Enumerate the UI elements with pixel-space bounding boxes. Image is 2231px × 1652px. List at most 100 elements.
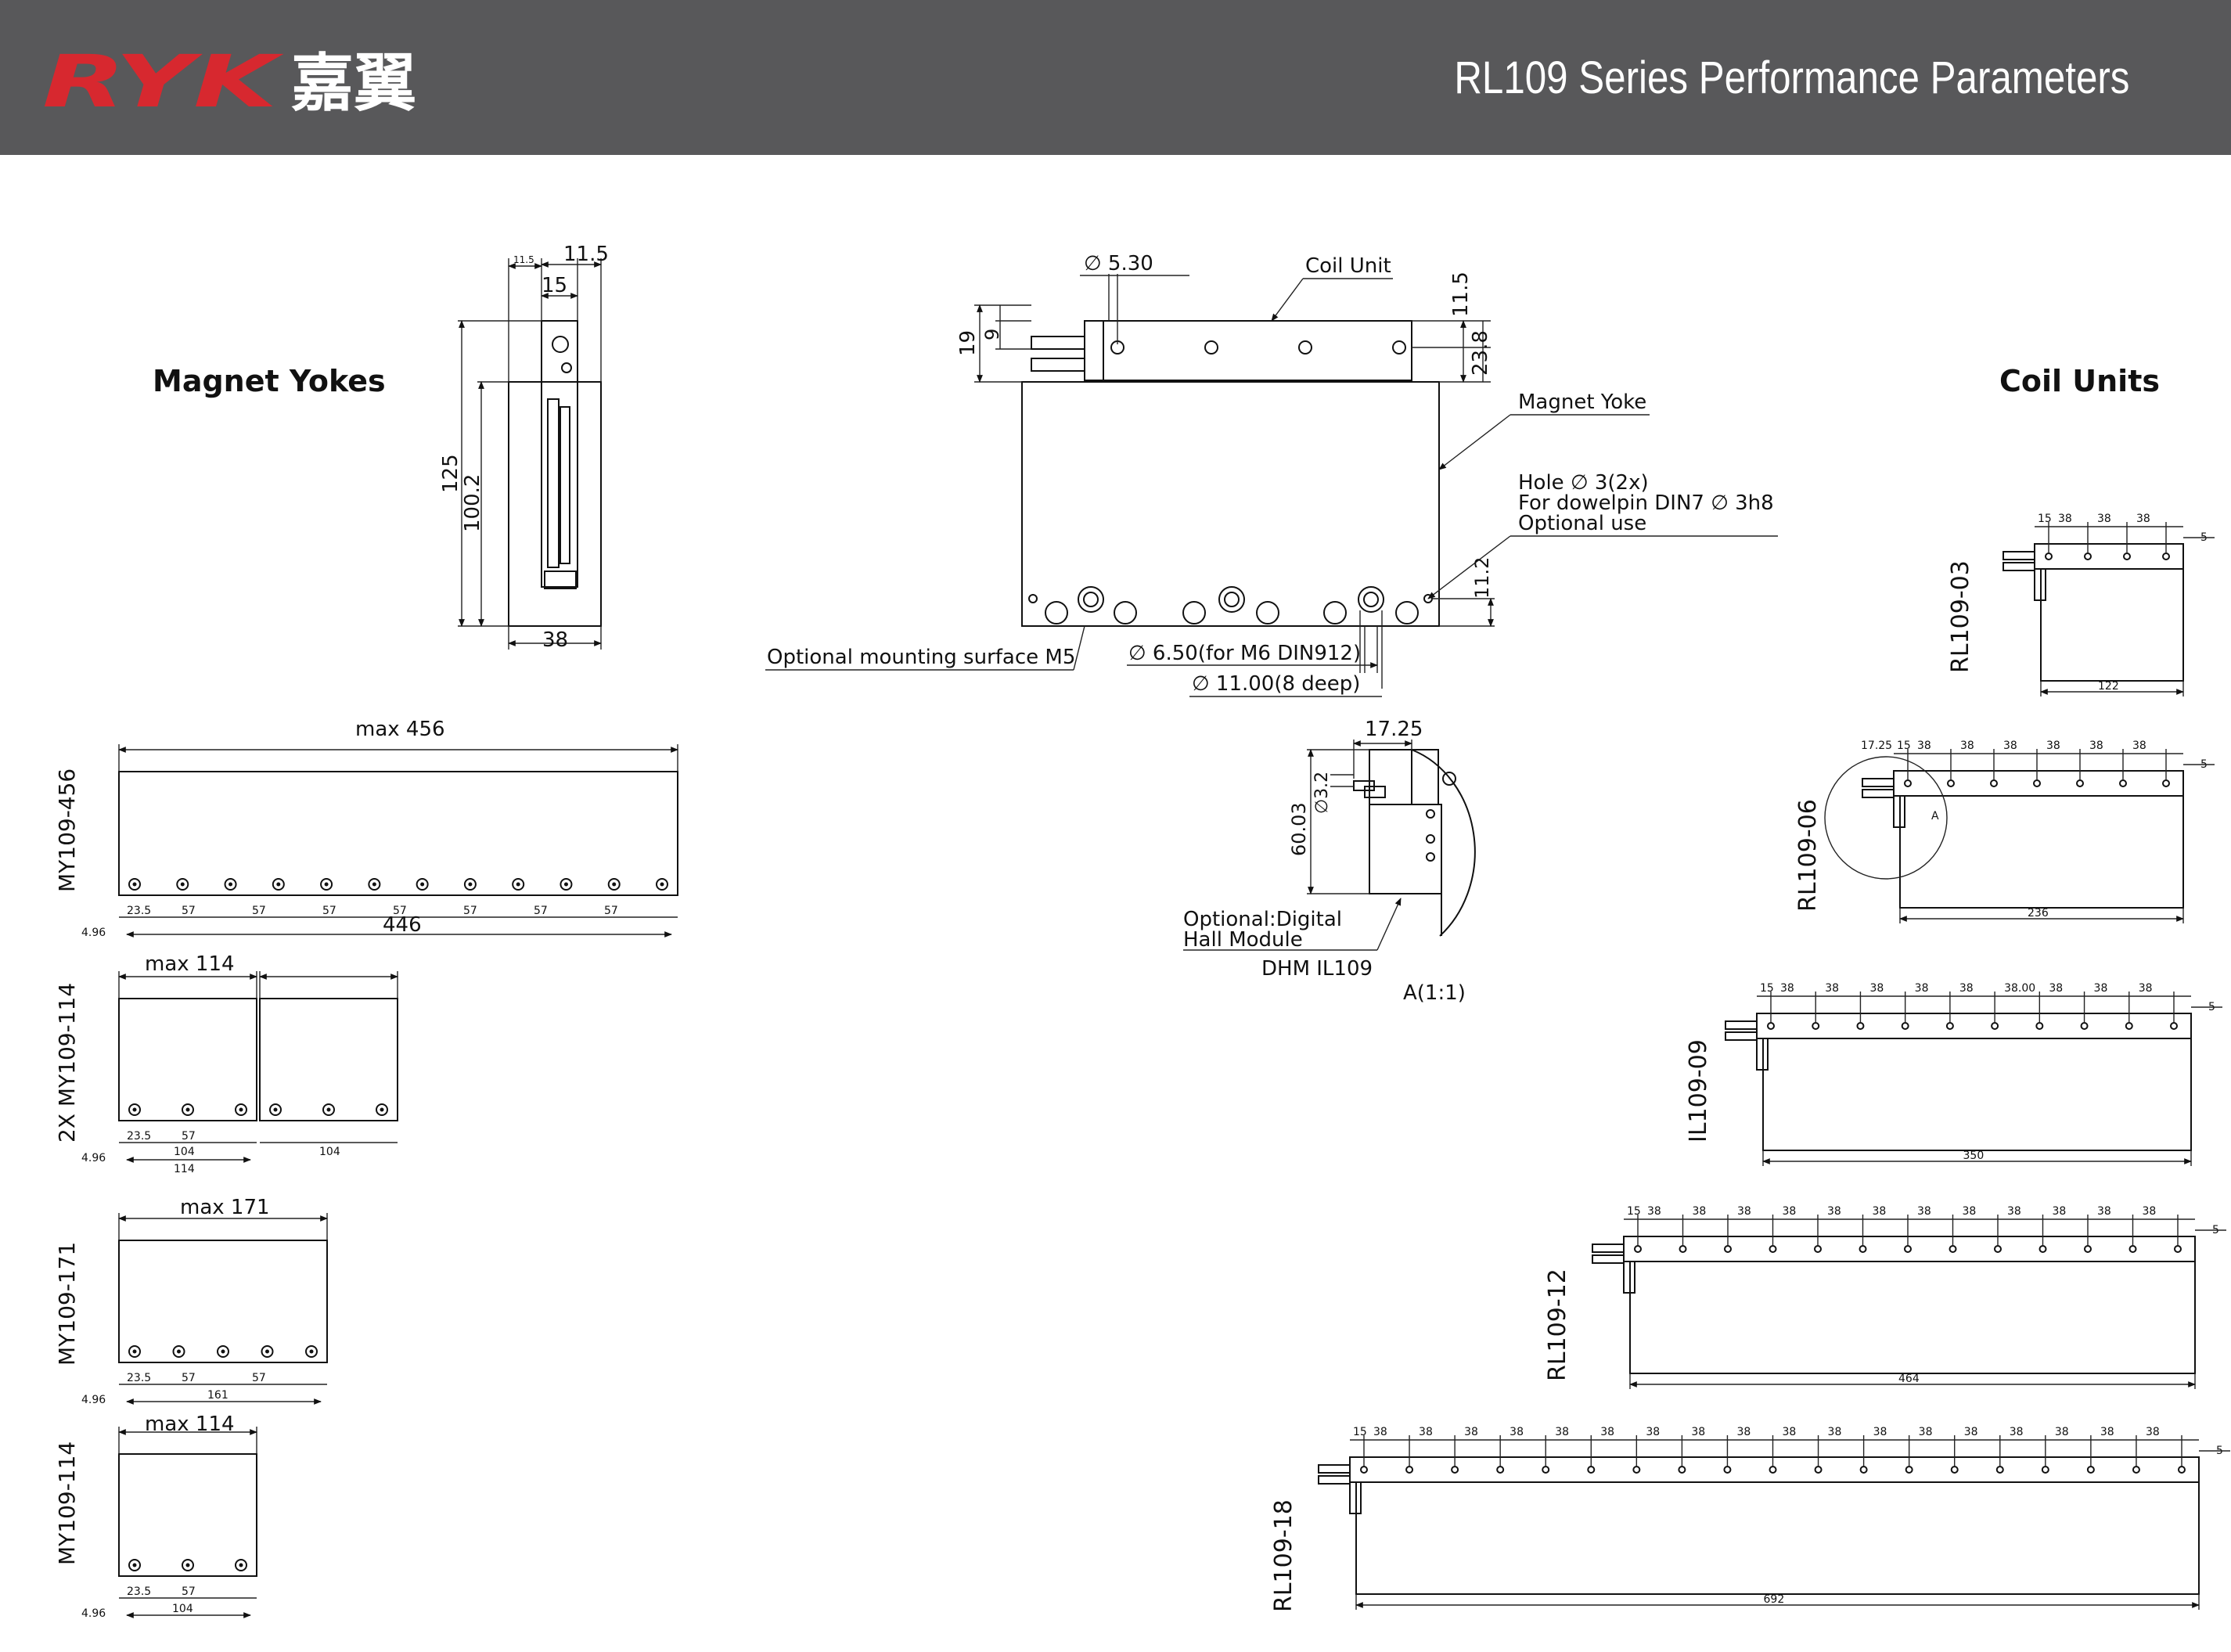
- label-dhm: DHM IL109: [1261, 957, 1373, 981]
- dim-length: 464: [1898, 1373, 1920, 1385]
- mount-hole-center: [468, 882, 473, 887]
- label-hall-1: Optional:Digital: [1183, 908, 1342, 931]
- dim-first-extra: 17.25: [1861, 740, 1892, 752]
- mount-hole: [656, 878, 668, 891]
- dim-pitch: 38: [2146, 1426, 2160, 1438]
- dim-pitch: 38: [1419, 1426, 1433, 1438]
- section-coil-units: Coil Units: [1999, 364, 2160, 398]
- mount-hole: [607, 878, 621, 891]
- yoke-max-label: max 114: [145, 1413, 235, 1436]
- dim-first: 23.5: [127, 1585, 151, 1598]
- dim-125: 125: [439, 454, 462, 493]
- coil-body: [2040, 568, 2184, 682]
- coil-hole: [2038, 1245, 2047, 1253]
- mount-hole: [261, 1345, 274, 1358]
- coil-bracket: [1756, 1038, 1769, 1071]
- dim-pitch: 38: [2143, 1205, 2157, 1218]
- coil-hole: [2086, 1466, 2095, 1474]
- coil-hole: [2035, 1022, 2044, 1030]
- coil-hole: [1814, 1466, 1823, 1474]
- dim-pitch: 38: [2046, 740, 2060, 752]
- mount-hole: [182, 1103, 194, 1116]
- detail-a: 60.03 ∅3.2 17.25 Optional:Digital Hall M…: [1183, 718, 1476, 1005]
- dim-9: 9: [981, 329, 1003, 340]
- dim-pitch: 57: [182, 1130, 196, 1143]
- dim-pitch: 57: [534, 905, 548, 917]
- dim-offset: 4.96: [81, 927, 106, 939]
- yoke-name: MY109-114: [54, 1441, 80, 1565]
- coil-hole: [2119, 779, 2127, 787]
- mount-hole: [272, 878, 285, 891]
- coil-hole: [1812, 1022, 1820, 1030]
- coil-hole: [1995, 1466, 2004, 1474]
- dim-length: 122: [2098, 680, 2119, 693]
- dim-pitch: 38: [1873, 1426, 1887, 1438]
- coil-body: [1762, 1038, 2192, 1151]
- coil-hole: [2128, 1245, 2137, 1253]
- mount-hole: [172, 1345, 185, 1358]
- dim-pitch: 57: [252, 905, 266, 917]
- dim-pitch: 57: [182, 1585, 196, 1598]
- yoke-name: MY109-456: [54, 768, 80, 892]
- dim-pitch: 38: [1827, 1205, 1841, 1218]
- label-coil-unit: Coil Unit: [1305, 254, 1391, 278]
- label-magnet-yoke: Magnet Yoke: [1518, 391, 1646, 414]
- dim-len: 104: [319, 1146, 340, 1158]
- dim-pitch: 38: [2089, 740, 2103, 752]
- mount-hole-center: [380, 1107, 384, 1112]
- coil-bracket: [2034, 568, 2046, 601]
- yoke-max-label: max 456: [355, 718, 445, 741]
- coil-bracket: [1893, 795, 1905, 828]
- coil-hole: [1905, 1466, 1913, 1474]
- mount-hole: [217, 1345, 229, 1358]
- coil-bracket: [1623, 1261, 1635, 1294]
- coil-name: RL109-12: [1544, 1269, 1571, 1381]
- dim-first: 15: [1627, 1205, 1641, 1218]
- coil-hole: [2041, 1466, 2049, 1474]
- dim-15: 15: [542, 274, 567, 297]
- coil-hole: [1901, 1022, 1909, 1030]
- label-hall-2: Hall Module: [1183, 928, 1303, 952]
- coil-hole: [1360, 1466, 1368, 1474]
- dim-pitch: 38: [1373, 1426, 1387, 1438]
- mount-hole: [182, 1559, 194, 1571]
- dim-pitch: 38: [1828, 1426, 1842, 1438]
- logo-text: RYK: [42, 44, 284, 114]
- dim-pitch: 38: [2097, 513, 2111, 525]
- yoke-max-label: max 171: [180, 1196, 270, 1219]
- dim-pitch: 38: [1783, 1205, 1797, 1218]
- label-hole-3: Optional use: [1518, 512, 1646, 535]
- dim-pitch: 38: [1959, 982, 1974, 995]
- dim-11-00: ∅ 11.00(8 deep): [1192, 672, 1360, 696]
- coil-hole: [1451, 1466, 1459, 1474]
- label-detail-scale: A(1:1): [1403, 981, 1466, 1005]
- dim-length: 350: [1963, 1150, 1985, 1162]
- dim-11-5: 11.5: [563, 243, 609, 266]
- mount-hole: [235, 1103, 247, 1116]
- coil-body: [1899, 795, 2184, 909]
- cable-stub: [1862, 789, 1895, 798]
- coil-hole: [1990, 779, 1998, 787]
- coil-hole: [1904, 779, 1912, 787]
- mount-hole-center: [326, 1107, 331, 1112]
- cable-stub: [1862, 778, 1895, 787]
- dim-23-8: 23.8: [1469, 330, 1492, 376]
- front-view: ∅ 5.30 Coil Unit 11.5 23.8 19 9 Magnet Y…: [765, 252, 1778, 697]
- dim-11-5-front: 11.5: [1449, 272, 1473, 317]
- mount-hole: [416, 878, 429, 891]
- mount-hole: [128, 1345, 141, 1358]
- dim-pitch: 38: [2094, 982, 2108, 995]
- dim-5-30: ∅ 5.30: [1084, 252, 1153, 275]
- mount-hole-center: [612, 882, 617, 887]
- yoke-body: [118, 1453, 257, 1577]
- dim-pitch: 38.00: [2004, 982, 2035, 995]
- dim-pitch: 57: [182, 905, 196, 917]
- yoke-body: [259, 998, 398, 1121]
- coil-hole: [1679, 1245, 1687, 1253]
- dim-first: 23.5: [127, 1130, 151, 1143]
- yoke-name: 2X MY109-114: [54, 983, 80, 1143]
- cable-stub: [1592, 1243, 1625, 1253]
- coil-hole: [2178, 1466, 2186, 1474]
